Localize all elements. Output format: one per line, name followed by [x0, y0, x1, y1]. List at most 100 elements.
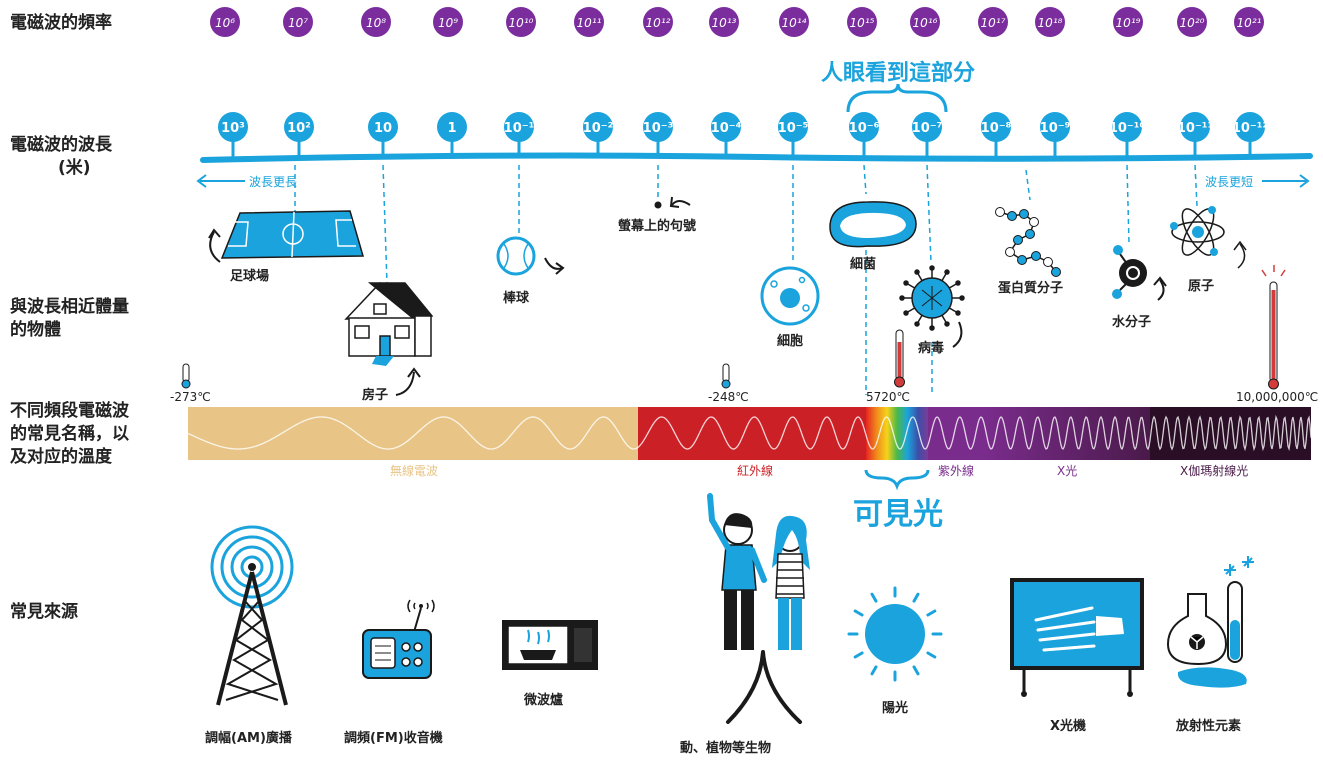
row-label-bands-3: 及对应的溫度: [10, 446, 113, 467]
wavelength-label: 10⁻¹¹: [1177, 121, 1213, 136]
wavelength-marker: 10: [368, 112, 398, 158]
wavelength-label: 10⁻¹²: [1232, 121, 1268, 136]
wavelength-label: 10⁻⁷: [912, 121, 943, 136]
visible-to-eye-label: 人眼看到這部分: [821, 60, 975, 86]
band-label-radio: 無線電波: [390, 463, 438, 478]
wavelength-label: 10⁻⁴: [711, 121, 742, 136]
object-label-cell: 細胞: [777, 333, 803, 349]
xray-machine-illustration: [1010, 578, 1144, 697]
object-label-baseball: 棒球: [503, 290, 530, 306]
wavelength-label: 10: [374, 121, 392, 136]
frequency-marker: 10²⁰: [1177, 7, 1207, 37]
wavelength-marker: 10⁻⁹: [1040, 112, 1071, 158]
frequency-marker: 10⁹: [433, 7, 463, 37]
thermometer-icon: [1261, 265, 1286, 390]
wavelength-marker: 10⁻⁷: [912, 112, 943, 158]
period-dot-illustration: [654, 196, 691, 209]
football-field-illustration: [208, 210, 364, 263]
house-arrow-head: [407, 367, 421, 378]
frequency-marker: 10⁶: [210, 7, 240, 37]
frequency-label: 10¹⁶: [913, 16, 938, 30]
frequency-marker: 10¹⁷: [978, 7, 1008, 37]
wavelength-label: 10⁻⁶: [849, 121, 880, 136]
temperature-label: -248℃: [708, 390, 749, 404]
frequency-label: 10²¹: [1237, 16, 1262, 30]
wavelength-label: 10³: [221, 121, 245, 136]
wavelength-marker: 10⁻¹²: [1232, 112, 1268, 158]
frequency-label: 10⁸: [366, 16, 386, 30]
arrow-shorter-label: 波長更短: [1205, 175, 1253, 189]
frequency-marker: 10⁸: [361, 7, 391, 37]
baseball-illustration: [496, 236, 565, 276]
frequency-marker: 10¹⁹: [1113, 7, 1143, 37]
wavelength-label: 10⁻⁸: [981, 121, 1012, 136]
thermometer-icon: [894, 329, 905, 388]
frequency-label: 10²⁰: [1180, 16, 1205, 30]
frequency-label: 10¹³: [712, 16, 737, 30]
wavelength-label: 10⁻¹⁰: [1109, 121, 1146, 136]
bacterium-illustration: [829, 201, 917, 248]
frequency-marker: 10⁷: [283, 7, 313, 37]
cell-illustration: [760, 266, 820, 326]
frequency-label: 10¹⁵: [850, 16, 875, 30]
frequency-label: 10¹⁷: [981, 16, 1006, 30]
wavelength-label: 10⁻¹: [504, 121, 535, 136]
frequency-label: 10¹⁹: [1116, 16, 1141, 30]
visible-light-bracket: [864, 469, 930, 491]
object-connectors: [294, 164, 1198, 395]
source-label-radioactive: 放射性元素: [1175, 718, 1241, 734]
band-label-xray: X光: [1057, 464, 1077, 478]
source-label-xray-machine: X光機: [1050, 718, 1086, 734]
spectrum-band: [187, 407, 1312, 460]
frequency-marker: 10¹⁵: [847, 7, 877, 37]
frequency-label: 10⁷: [288, 16, 308, 30]
wavelength-label: 10⁻³: [643, 121, 674, 136]
object-label-water-molecule: 水分子: [1112, 314, 1151, 330]
row-label-objects-2: 的物體: [10, 319, 61, 340]
thermometer-icon: [181, 363, 191, 389]
row-label-objects-1: 與波長相近體量: [10, 296, 129, 317]
band-label-infrared: 紅外線: [737, 463, 773, 478]
wavelength-marker: 1: [437, 112, 467, 158]
wavelength-marker: 10⁻⁶: [849, 112, 880, 158]
wavelength-marker: 10²: [284, 112, 314, 158]
frequency-marker: 10¹⁰: [506, 7, 536, 37]
frequency-marker: 10¹²: [643, 7, 673, 37]
frequency-marker: 10¹⁶: [910, 7, 940, 37]
frequency-row: 10⁶ 10⁷ 10⁸ 10⁹ 10¹⁰ 10¹¹ 10¹² 10¹³ 10¹⁴ 10¹⁵ 10¹⁶…: [210, 7, 1264, 37]
thermometer-icon: [721, 363, 731, 389]
frequency-marker: 10¹¹: [574, 7, 604, 37]
row-label-wavelength-1: 電磁波的波長: [10, 134, 113, 155]
row-label-bands-1: 不同頻段電磁波: [10, 400, 130, 421]
atom-illustration: [1170, 206, 1247, 269]
virus-illustration: [899, 265, 965, 331]
object-label-atom: 原子: [1188, 279, 1214, 294]
frequency-label: 10⁶: [215, 16, 235, 30]
frequency-label: 10¹²: [646, 16, 671, 30]
object-label-house: 房子: [362, 387, 388, 403]
water-molecule-illustration: [1112, 245, 1167, 301]
row-label-bands-2: 的常見名稱，以: [10, 423, 129, 444]
frequency-marker: 10¹³: [709, 7, 739, 37]
band-gamma: [1150, 407, 1311, 460]
row-label-sources: 常見來源: [10, 601, 78, 622]
row-label-frequency: 電磁波的頻率: [10, 12, 112, 33]
source-label-microwave: 微波爐: [523, 692, 563, 708]
arrow-longer-label: 波長更長: [249, 175, 297, 189]
frequency-label: 10¹⁸: [1038, 16, 1063, 30]
frequency-label: 10¹⁴: [782, 16, 807, 30]
wavelength-marker: 10⁻⁸: [981, 112, 1012, 158]
eye-bracket: [846, 83, 948, 113]
wavelength-marker: 10⁻¹: [504, 112, 535, 158]
wavelength-marker: 10⁻⁴: [711, 112, 742, 158]
temperature-label: -273℃: [170, 390, 211, 404]
band-radio: [188, 407, 638, 460]
row-label-wavelength-2: (米): [58, 157, 91, 178]
band-infrared: [638, 407, 866, 460]
band-ultraviolet: [928, 407, 984, 460]
wavelength-marker: 10³: [218, 112, 248, 158]
frequency-label: 10¹⁰: [509, 16, 534, 30]
source-label-living-things: 動、植物等生物: [680, 740, 771, 756]
wavelength-baseline: [200, 152, 1313, 163]
